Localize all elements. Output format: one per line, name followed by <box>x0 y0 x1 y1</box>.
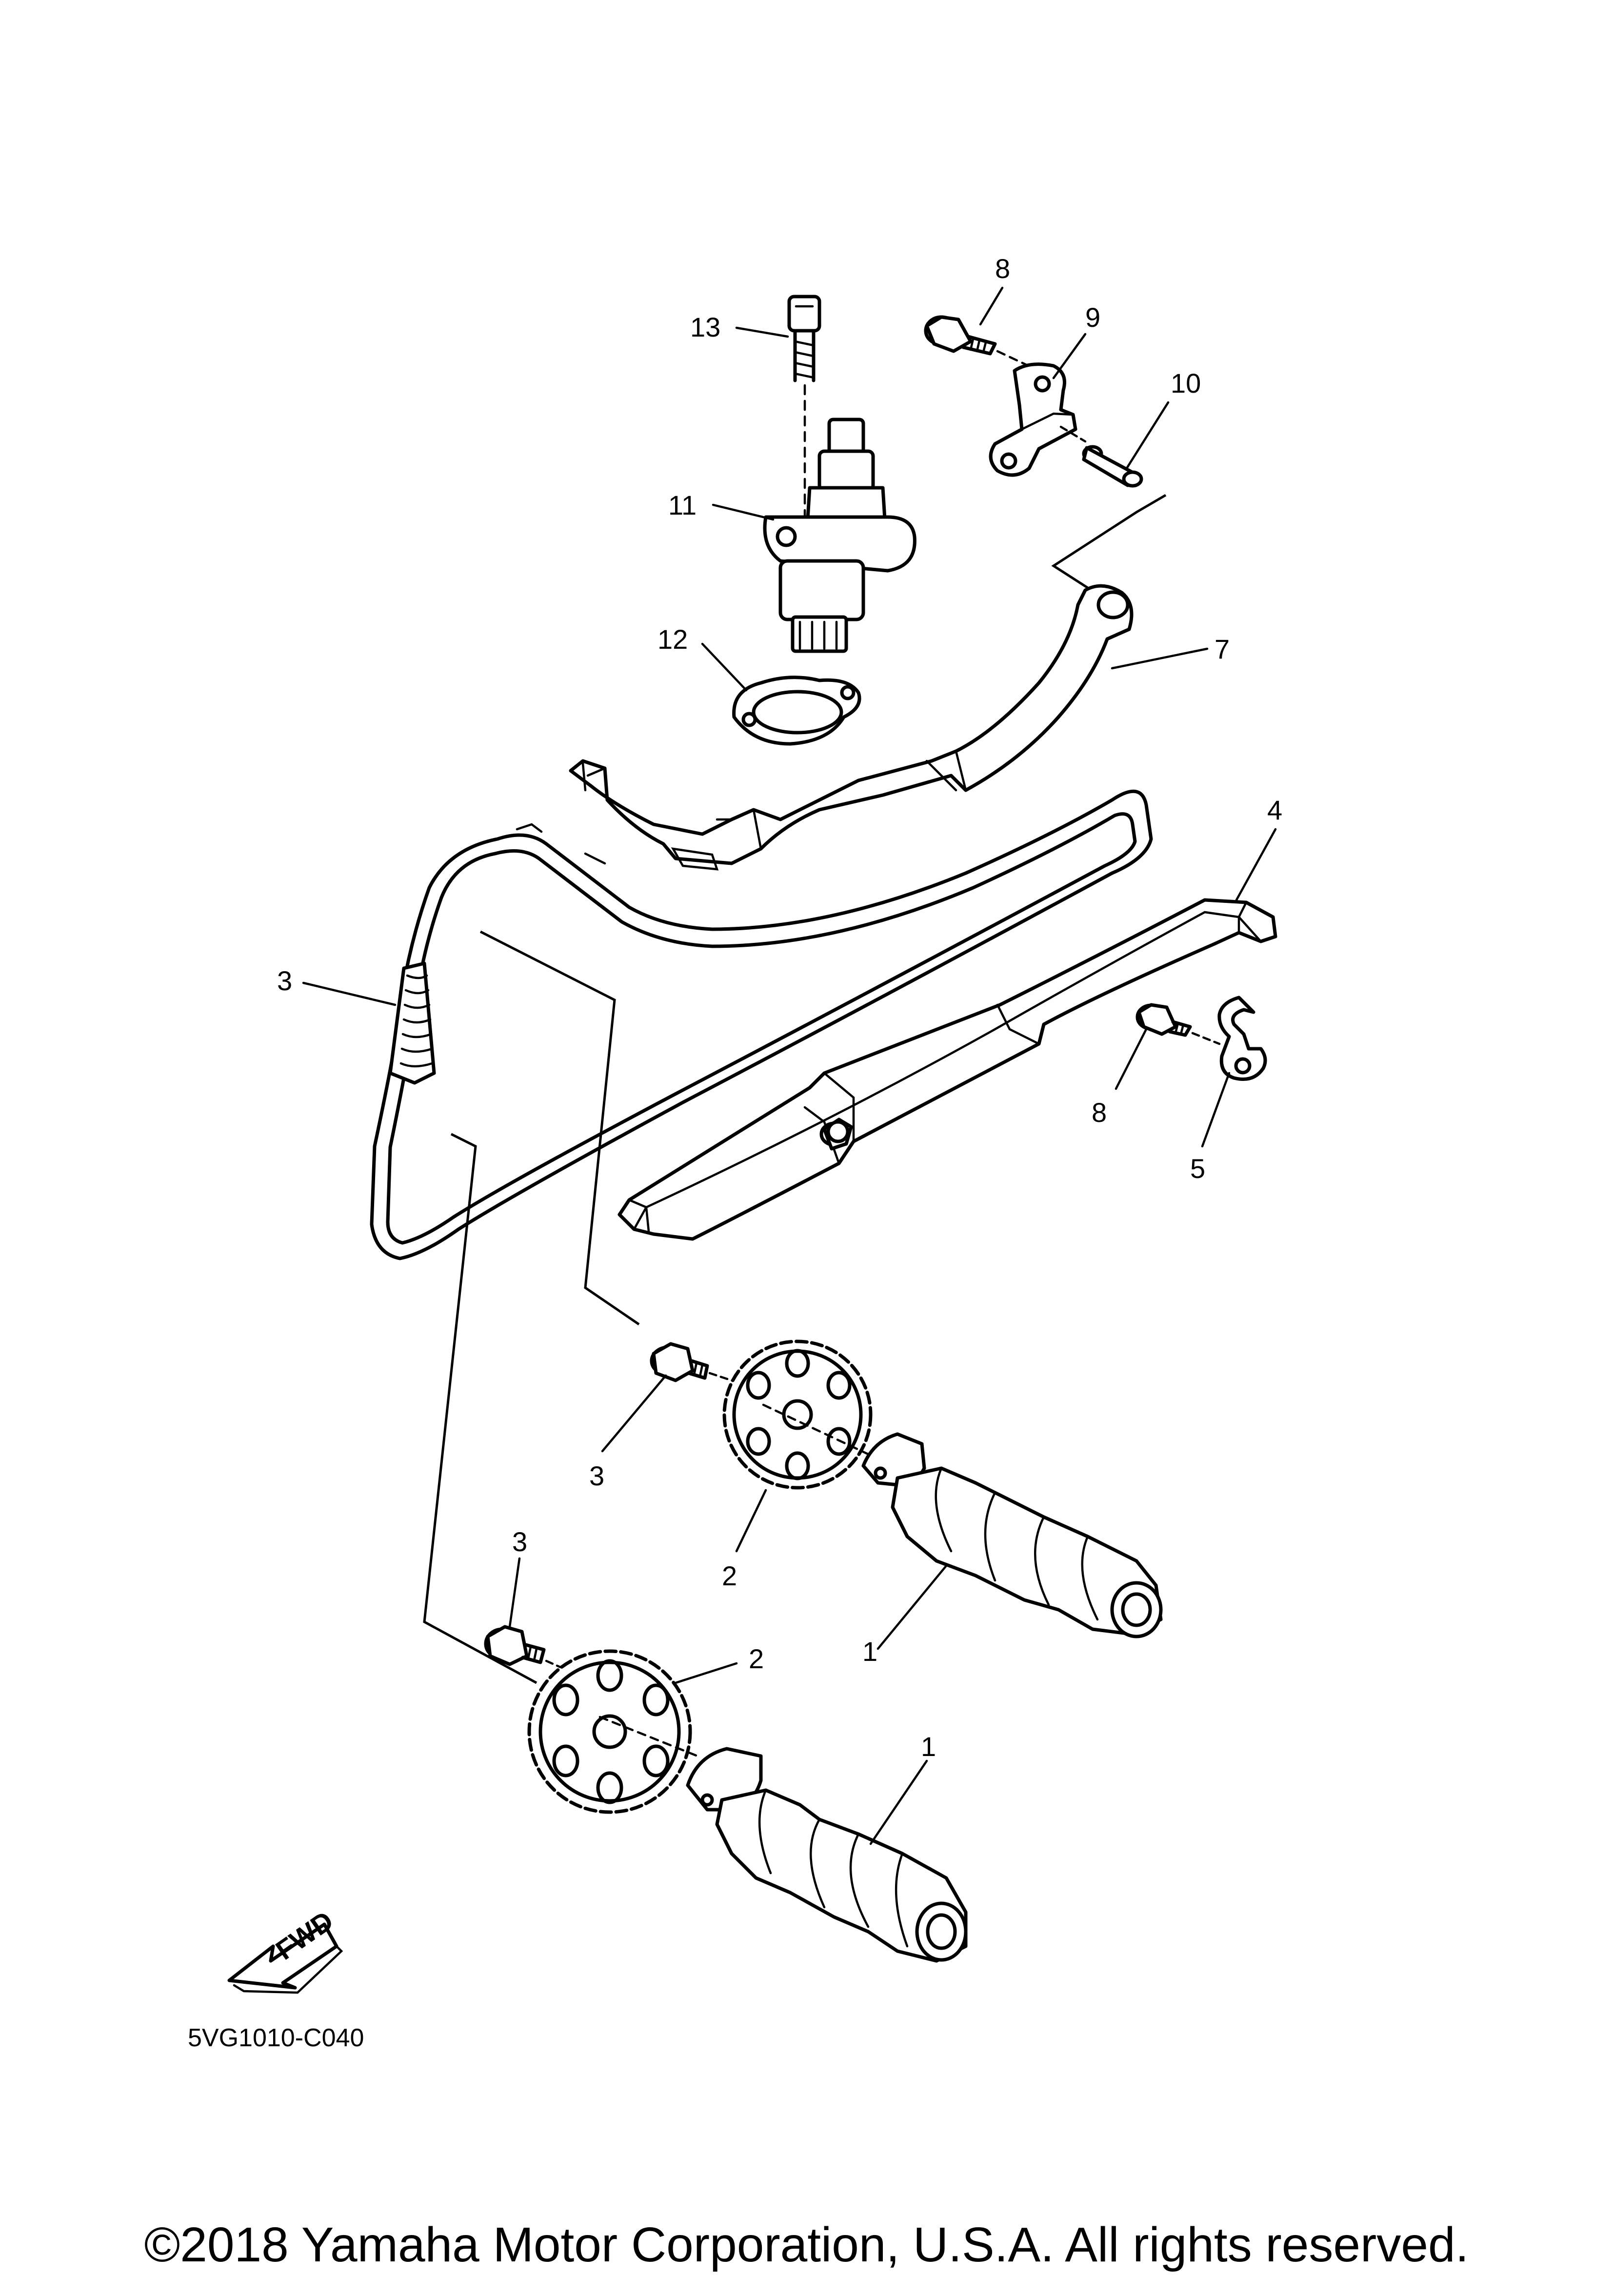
callout-6: 5 <box>1190 1153 1205 1184</box>
callout-4: 3 <box>277 965 292 996</box>
part-7-tensioner-guide[interactable] <box>569 584 1134 871</box>
part-13-bolt[interactable] <box>787 295 821 382</box>
callout-9: 9 <box>1085 302 1100 333</box>
leader-lines <box>302 286 1277 1845</box>
diagram-code: 5VG1010-C040 <box>188 2024 364 2052</box>
callout-2-lower: 2 <box>749 1643 764 1674</box>
callout-12: 12 <box>657 624 688 655</box>
callout-1-upper: 1 <box>862 1636 877 1667</box>
part-11-cam-chain-tensioner[interactable] <box>763 418 916 653</box>
part-1-camshaft-lower[interactable] <box>686 1747 968 1963</box>
part-8-bolt-right[interactable] <box>1135 1003 1192 1037</box>
part-9-bracket[interactable] <box>989 362 1077 477</box>
part-4-cam-chain[interactable] <box>370 789 1153 1260</box>
part-2-cam-sprocket-upper[interactable] <box>722 1339 873 1490</box>
callout-3-lower: 3 <box>512 1526 527 1557</box>
callout-1-lower: 1 <box>921 1731 936 1762</box>
part-5-chain-guide[interactable] <box>617 898 1277 1241</box>
part-3-bolt-lower[interactable] <box>484 1625 546 1666</box>
part-10-pin[interactable] <box>1082 445 1143 488</box>
copyright-notice: ©2018 Yamaha Motor Corporation, U.S.A. A… <box>144 2217 1469 2272</box>
fwd-arrow-icon: FWD <box>227 1905 343 1994</box>
callout-8-top: 8 <box>995 253 1010 284</box>
callout-13: 13 <box>690 312 720 342</box>
part-1-camshaft-upper[interactable] <box>861 1432 1163 1638</box>
callout-3-upper: 3 <box>589 1460 604 1491</box>
callout-5: 4 <box>1267 795 1282 825</box>
callout-10: 10 <box>1171 368 1201 399</box>
part-3-bolt-upper[interactable] <box>650 1342 709 1382</box>
callout-labels: 13 8 9 10 11 12 7 4 3 8 5 3 2 1 3 2 1 <box>277 253 1282 1762</box>
callout-7: 7 <box>1215 634 1230 664</box>
callout-2-upper: 2 <box>722 1560 737 1591</box>
callout-11: 11 <box>668 490 697 520</box>
part-2-cam-sprocket-lower[interactable] <box>527 1649 692 1814</box>
part-8-bolt-top[interactable] <box>924 315 997 356</box>
part-12-tensioner-gasket[interactable] <box>732 676 861 746</box>
part-6-clip[interactable] <box>1217 996 1267 1081</box>
callout-8-right: 8 <box>1092 1097 1107 1128</box>
